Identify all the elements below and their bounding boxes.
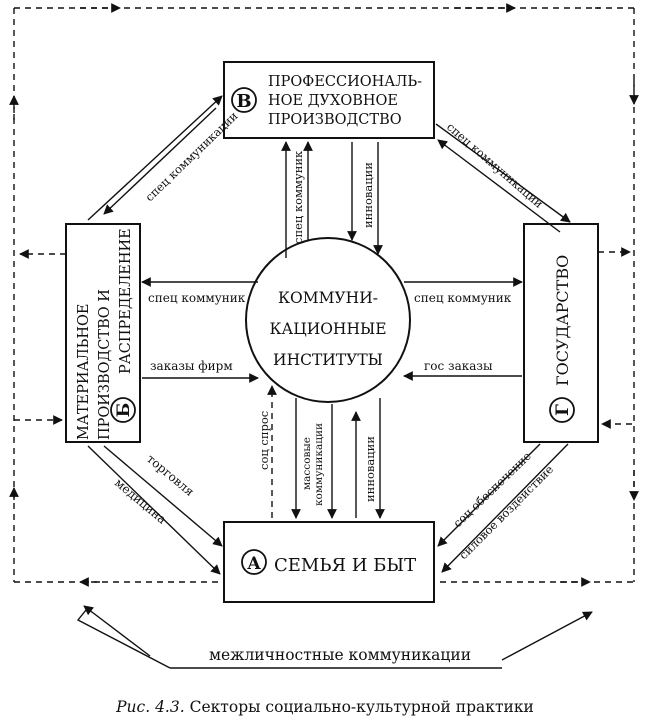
label-innovacii-down: инновации xyxy=(361,162,375,228)
label-mezhlichnostnye: межличностные коммуникации xyxy=(209,646,471,664)
link-v-center xyxy=(281,141,383,258)
label-zakazy-firm: заказы фирм xyxy=(150,359,233,373)
link-b-center xyxy=(141,277,259,383)
sector-a-letter-circle xyxy=(241,549,267,575)
sector-g-line1: ГОСУДАРСТВО xyxy=(553,255,572,386)
sector-v-letter: В xyxy=(236,91,251,112)
link-g-center xyxy=(403,277,523,381)
label-gos-zakazy: гос заказы xyxy=(424,359,493,373)
center-circle xyxy=(245,237,411,403)
caption-prefix: Рис. 4.3. xyxy=(115,698,185,716)
sector-v-letter-circle xyxy=(231,87,257,113)
label-spec-kommunik-up: спец коммуник xyxy=(291,150,305,244)
link-b-v xyxy=(87,95,223,221)
label-massovye-2: коммуникации xyxy=(313,423,325,506)
label-innovacii-up: инновации xyxy=(363,436,377,502)
sector-g-letter-circle xyxy=(549,397,575,423)
sector-v-box xyxy=(223,61,435,139)
link-interpersonal-arc xyxy=(76,605,593,669)
center-line3: ИНСТИТУТЫ xyxy=(273,351,383,369)
link-b-a xyxy=(87,445,223,575)
link-a-center xyxy=(267,385,385,519)
center-line1: КОММУНИ- xyxy=(278,289,378,307)
sector-a-letter: А xyxy=(247,554,261,574)
label-spec-kommunik-left: спец коммуник xyxy=(148,291,246,305)
sector-v-line1: ПРОФЕССИОНАЛЬ- xyxy=(268,74,422,90)
sector-b-line3: РАСПРЕДЕЛЕНИЕ xyxy=(118,228,134,374)
label-spec-kommunik-right: спец коммуник xyxy=(414,291,512,305)
center-line2: КАЦИОННЫЕ xyxy=(269,320,386,338)
sector-g-letter: Г xyxy=(553,404,573,416)
figure-caption: Рис. 4.3. Секторы социально-культурной п… xyxy=(115,698,534,716)
link-g-a xyxy=(437,443,569,573)
label-soc-spros: соц спрос xyxy=(257,411,271,470)
label-massovye-1: массовые xyxy=(301,437,313,490)
sector-a-line1: СЕМЬЯ И БЫТ xyxy=(274,555,416,576)
label-medicina: медицина xyxy=(112,476,169,527)
sector-v-line2: НОЕ ДУХОВНОЕ xyxy=(268,93,398,109)
sector-b-line1: МАТЕРИАЛЬНОЕ xyxy=(76,304,92,440)
link-v-g xyxy=(435,123,571,233)
sector-b-letter: Б xyxy=(114,403,134,418)
sector-b-letter-circle xyxy=(110,397,136,423)
outer-dashed-frame xyxy=(9,3,639,587)
sector-v-line3: ПРОИЗВОДСТВО xyxy=(268,112,402,128)
label-torgovlya: торговля xyxy=(144,452,197,499)
sector-b-line2: ПРОИЗВОДСТВО И xyxy=(97,289,113,440)
label-spec-komm-v-g: спец коммуникации xyxy=(444,120,546,211)
side-dashed-connectors xyxy=(14,247,632,429)
caption-text: Секторы социально-культурной практики xyxy=(185,698,534,716)
